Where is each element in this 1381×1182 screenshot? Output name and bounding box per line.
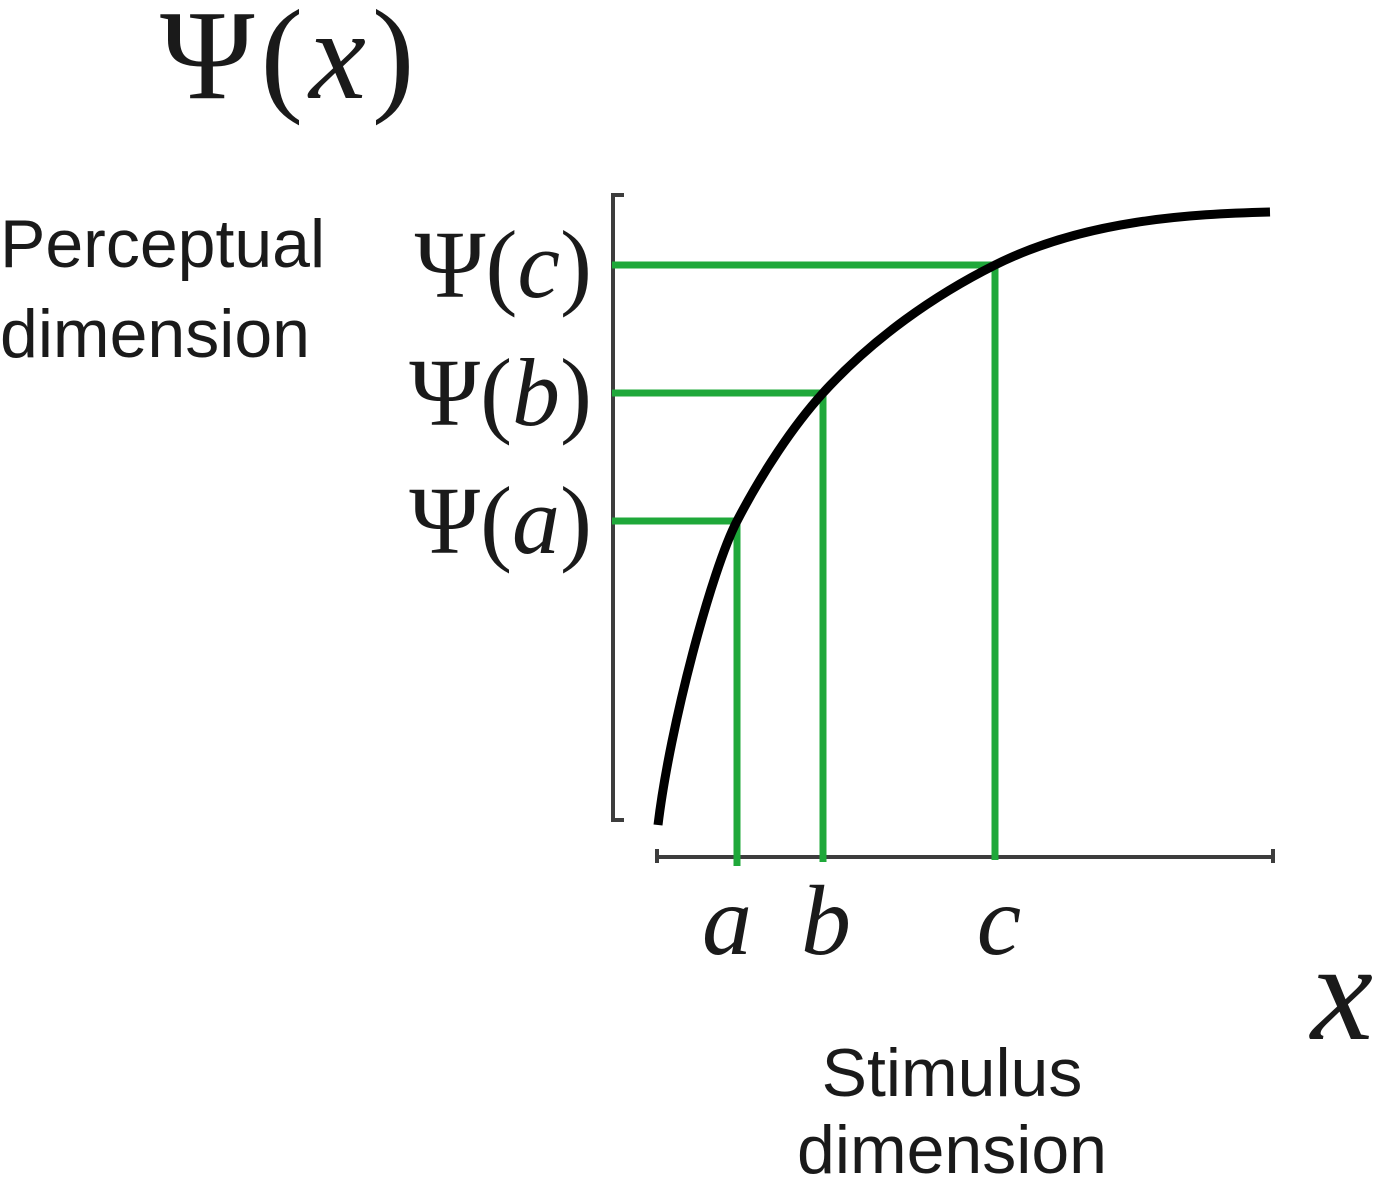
y-axis-label-line-2: dimension	[0, 296, 310, 372]
x-axis-variable: x	[1310, 915, 1373, 1070]
y-axis-label-line-1: Perceptual	[0, 206, 326, 282]
psi-label-b: Ψ(b)	[409, 339, 592, 446]
x-axis-label-line-1: Stimulus	[821, 1035, 1083, 1111]
psi-label-c: Ψ(c)	[414, 211, 592, 318]
y-axis-bracket	[611, 193, 624, 822]
x-axis-bracket	[655, 849, 1275, 863]
math-variable: a	[512, 467, 561, 574]
x-tick-label-a: a	[702, 865, 752, 976]
math-variable: x	[309, 0, 372, 126]
x-axis-label-line-2: dimension	[797, 1112, 1107, 1182]
diagram-title: Ψ(x)	[160, 0, 421, 119]
psychophysical-curve	[653, 207, 1271, 826]
x-tick-label-c: c	[976, 865, 1022, 976]
psi-label-a: Ψ(a)	[409, 467, 592, 574]
math-variable: b	[512, 339, 561, 446]
x-tick-label-b: b	[801, 865, 851, 976]
math-variable: c	[517, 211, 561, 318]
